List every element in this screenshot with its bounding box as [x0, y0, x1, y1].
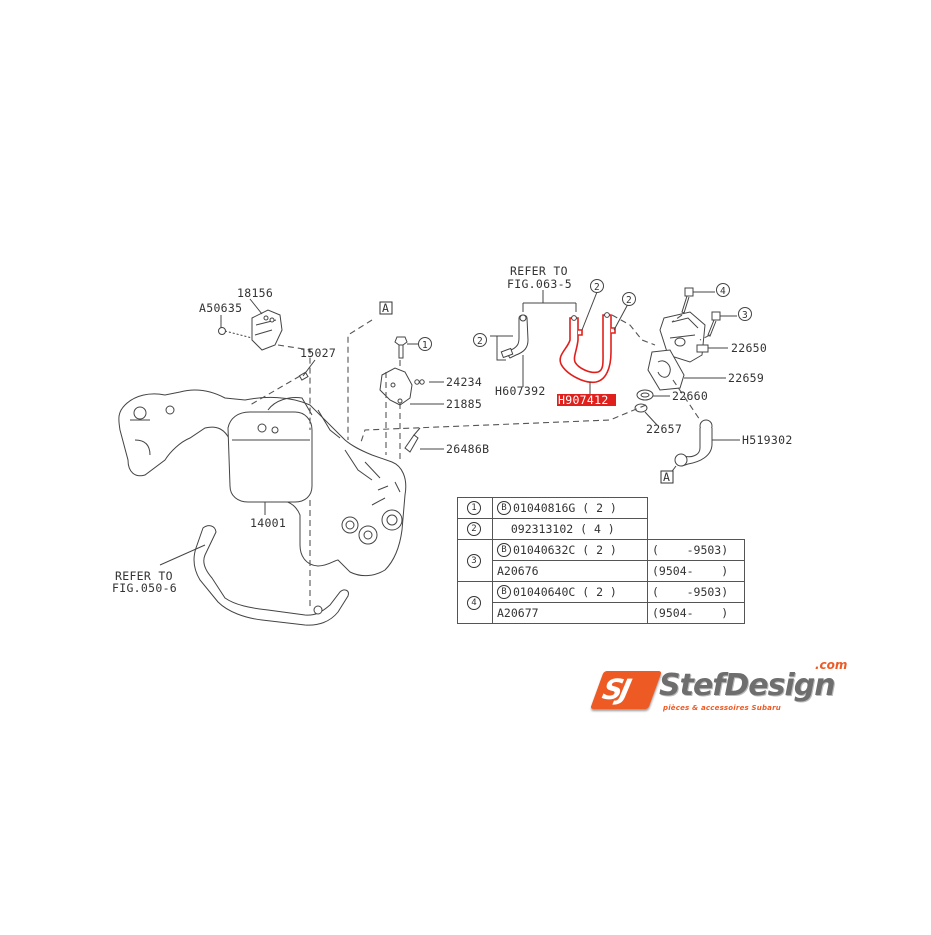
hose-h519302[interactable]	[674, 419, 713, 467]
label-22659: 22659	[728, 371, 764, 385]
part-labels: 18156 A50635 15027 14001 24234 21885 264…	[112, 264, 793, 595]
bolt-3[interactable]	[707, 311, 721, 337]
row-key: 3	[457, 539, 493, 582]
label-21885: 21885	[446, 397, 482, 411]
marker-a-bottom: A	[660, 470, 674, 484]
callout-2-hose-left: 2	[473, 333, 487, 347]
logo-wordmark: StefDesign	[659, 668, 836, 703]
marker-a-top: A	[379, 301, 393, 315]
label-h519302: H519302	[742, 433, 793, 447]
table-row: A20677 (9504- )	[458, 602, 745, 624]
svg-text:A: A	[382, 301, 389, 315]
label-24234: 24234	[446, 375, 482, 389]
svg-text:A: A	[663, 470, 670, 484]
bolt-1[interactable]	[394, 336, 408, 359]
label-22650: 22650	[731, 341, 767, 355]
svg-text:2: 2	[594, 282, 600, 293]
row-key: 4	[457, 581, 493, 624]
bolt-a50635[interactable]	[218, 327, 253, 339]
refer-to-label-1: REFER TO	[510, 264, 568, 278]
svg-text:4: 4	[720, 286, 726, 297]
callout-3: 3	[738, 307, 752, 321]
part-number: A20677	[492, 602, 648, 624]
refer-to-fig-050-6: FIG.050-6	[112, 581, 177, 595]
sensor-26486b[interactable]	[404, 427, 421, 453]
gasket-22659[interactable]	[647, 349, 685, 391]
label-22657: 22657	[646, 422, 682, 436]
idle-air-control-22650[interactable]	[659, 311, 709, 363]
valve-22660[interactable]	[636, 389, 654, 401]
refer-to-label-2: REFER TO	[115, 569, 173, 583]
connection-lines	[249, 314, 711, 610]
highlighted-part-label[interactable]: H907412	[557, 393, 616, 407]
table-row: 2 092313102 ( 4 )	[457, 518, 745, 540]
label-a50635: A50635	[199, 301, 242, 315]
sj-logo-mark-icon: SJ	[590, 671, 662, 709]
label-14001: 14001	[250, 516, 286, 530]
logo-tagline: pièces & accessoires Subaru	[663, 704, 781, 712]
part-number: 092313102 ( 4 )	[492, 518, 648, 540]
date-range: (9504- )	[647, 560, 745, 582]
callout-4: 4	[716, 283, 730, 297]
callout-2-hose-mid: 2	[590, 279, 604, 293]
label-26486b: 26486B	[446, 442, 489, 456]
lower-hose	[193, 525, 349, 626]
leader-lines	[159, 290, 740, 566]
logo-domain: .com	[815, 658, 848, 672]
date-range: ( -9503)	[647, 581, 745, 603]
bolt-4[interactable]	[681, 287, 694, 314]
callout-2-hose-right: 2	[622, 292, 636, 306]
refer-to-fig-063-5: FIG.063-5	[507, 277, 572, 291]
part-number: A20676	[492, 560, 648, 582]
stefdesign-logo[interactable]: SJ StefDesign .com pièces & accessoires …	[590, 658, 855, 718]
clip-24234[interactable]	[414, 379, 425, 385]
row-key: 2	[457, 518, 493, 540]
svg-text:2: 2	[626, 295, 632, 306]
bracket-18156[interactable]	[251, 309, 283, 351]
label-22660: 22660	[672, 389, 708, 403]
hose-h907412-highlighted[interactable]	[559, 312, 616, 384]
label-15027: 15027	[300, 346, 336, 360]
label-h907412: H907412	[558, 393, 609, 407]
row-key: 1	[457, 497, 493, 519]
label-18156: 18156	[237, 286, 273, 300]
svg-text:2: 2	[477, 336, 483, 347]
bracket-21885[interactable]	[379, 367, 413, 406]
callout-1: 1	[418, 337, 432, 351]
date-range: ( -9503)	[647, 539, 745, 561]
svg-text:1: 1	[422, 340, 428, 351]
sensor-15027[interactable]	[298, 371, 309, 381]
hose-h607392[interactable]	[500, 314, 529, 359]
intake-manifold-14001[interactable]	[118, 389, 407, 577]
svg-text:3: 3	[742, 310, 748, 321]
date-range: (9504- )	[647, 602, 745, 624]
label-h607392: H607392	[495, 384, 546, 398]
table-row: A20676 (9504- )	[458, 560, 745, 582]
